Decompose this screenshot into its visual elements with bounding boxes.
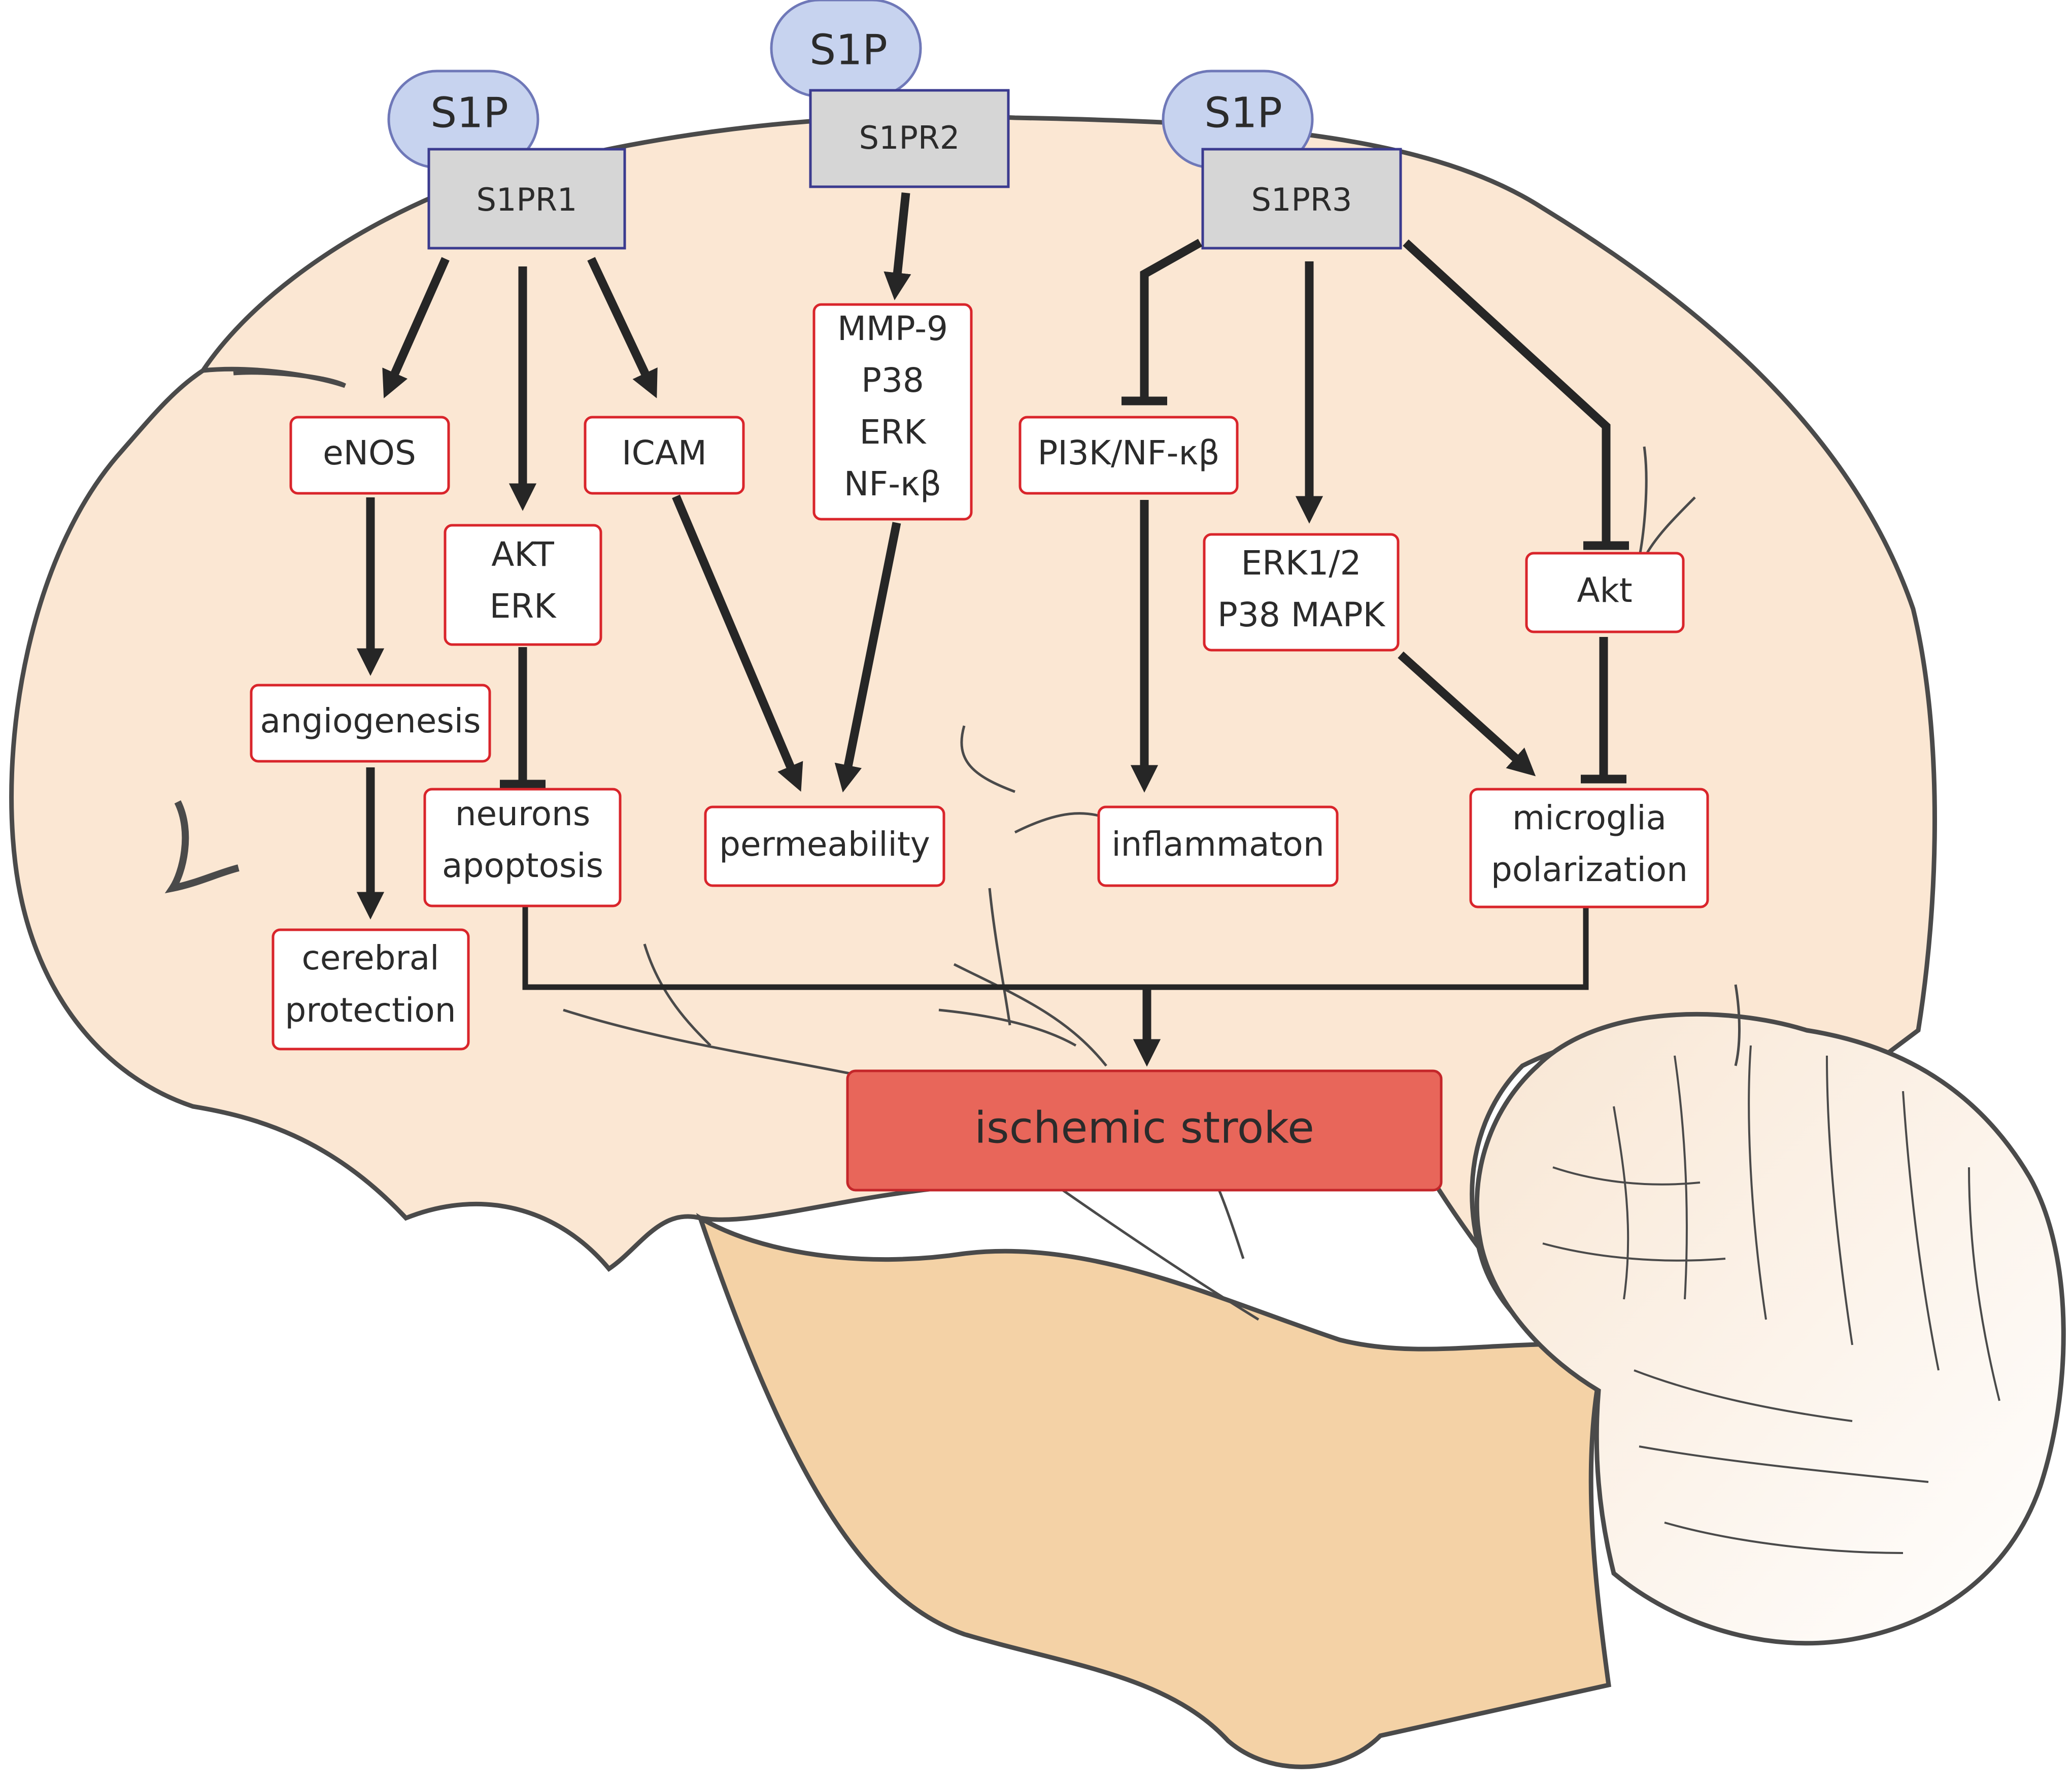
node-angiogenesis-label: angiogenesis	[260, 701, 481, 740]
node-erk12: ERK1/2 P38 MAPK	[1203, 533, 1400, 652]
node-angiogenesis: angiogenesis	[250, 684, 491, 763]
receptor-s1pr2: S1PR2	[809, 89, 1010, 188]
convergence-lines	[522, 906, 1589, 990]
node-mmp9-label: ERK	[860, 413, 927, 452]
node-erk12-label: ERK1/2	[1241, 544, 1361, 583]
pathway-edges	[356, 192, 1629, 920]
brainstem	[696, 1213, 1614, 1769]
node-cerebral-label: cerebral	[302, 938, 439, 977]
edge-icam-perm	[672, 494, 803, 792]
node-inflammaton: inflammaton	[1097, 805, 1339, 887]
outcome-label: ischemic stroke	[974, 1102, 1314, 1153]
ligand-label: S1P	[809, 26, 888, 74]
node-neurons: neurons apoptosis	[423, 788, 622, 907]
node-cerebral: cerebral protection	[271, 928, 470, 1051]
edge-s1pr3-akt	[1403, 239, 1611, 546]
node-microglia-label: microglia	[1512, 798, 1667, 837]
node-akt: Akt	[1525, 552, 1685, 633]
edge-s1pr3-pi3k	[1140, 239, 1203, 401]
ligand-s1p-3: S1P	[1162, 70, 1314, 169]
receptor-label: S1PR2	[859, 119, 960, 156]
node-akt-erk-label: ERK	[490, 587, 557, 626]
node-permeability: permeability	[704, 805, 945, 887]
cerebellum-folia	[1542, 1045, 2000, 1554]
node-inflammaton-label: inflammaton	[1111, 825, 1324, 864]
receptor-s1pr1: S1PR1	[427, 148, 626, 250]
node-mmp9-label: NF-κβ	[844, 464, 941, 503]
node-mmp9: MMP-9 P38 ERK NF-κβ	[812, 303, 973, 521]
node-enos-label: eNOS	[323, 433, 416, 473]
receptor-label: S1PR3	[1251, 181, 1352, 218]
ligand-label: S1P	[1204, 89, 1282, 137]
receptor-label: S1PR1	[477, 181, 578, 218]
edge-s1pr2-mmp9	[884, 192, 911, 300]
node-pi3k-label: PI3K/NF-κβ	[1038, 433, 1220, 473]
node-permeability-label: permeability	[719, 825, 930, 864]
node-mmp9-label: MMP-9	[837, 309, 948, 348]
node-microglia: microglia polarization	[1469, 788, 1709, 908]
edge-mmp9-perm	[834, 522, 901, 793]
node-neurons-label: apoptosis	[442, 846, 603, 885]
node-erk12-label: P38 MAPK	[1217, 595, 1386, 634]
node-microglia-label: polarization	[1491, 850, 1688, 889]
edge-s1pr1-icam	[587, 257, 658, 398]
ligand-s1p-1: S1P	[387, 70, 539, 169]
outcome-ischemic-stroke: ischemic stroke	[846, 1069, 1443, 1192]
node-icam: ICAM	[584, 416, 745, 495]
node-akt-erk-label: AKT	[491, 535, 554, 574]
node-neurons-label: neurons	[455, 794, 591, 833]
node-cerebral-label: protection	[285, 991, 456, 1030]
node-icam-label: ICAM	[622, 433, 707, 473]
edge-erk12-microglia	[1398, 651, 1536, 777]
node-pi3k: PI3K/NF-κβ	[1018, 416, 1239, 495]
node-akt-erk: AKT ERK	[444, 524, 602, 646]
ligand-label: S1P	[430, 89, 508, 137]
node-akt-label: Akt	[1577, 571, 1632, 610]
brain-sulci	[563, 446, 1741, 1321]
receptor-s1pr3: S1PR3	[1201, 148, 1402, 250]
node-enos: eNOS	[289, 416, 450, 495]
edge-s1pr1-enos	[382, 257, 450, 398]
ligand-s1p-2: S1P	[770, 0, 922, 98]
node-mmp9-label: P38	[861, 361, 924, 400]
frontal-hook	[164, 800, 240, 894]
brain-illustration	[9, 114, 2066, 1769]
